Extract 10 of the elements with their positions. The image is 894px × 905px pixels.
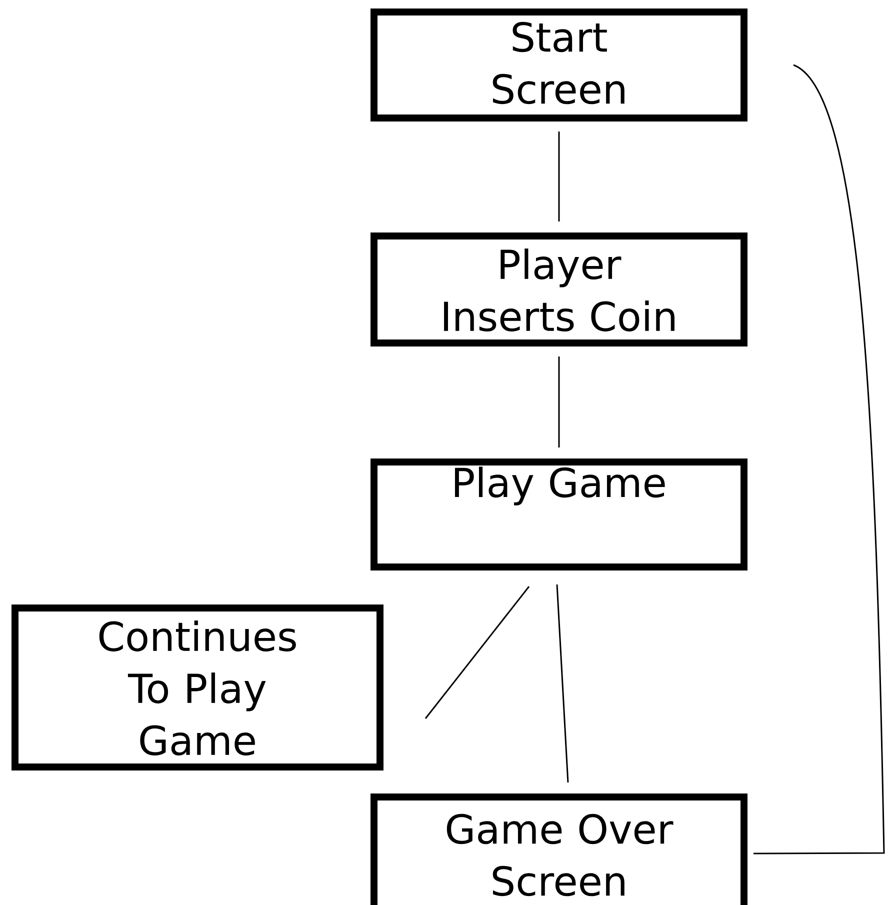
connector-line bbox=[754, 64, 885, 854]
process-box: Game Over Screen bbox=[370, 794, 748, 905]
connector-line bbox=[556, 584, 569, 783]
process-box: Play Game bbox=[370, 458, 748, 570]
process-box: Player Inserts Coin bbox=[370, 232, 748, 346]
process-box: Start Screen bbox=[370, 8, 748, 122]
connector-line bbox=[558, 356, 560, 448]
connector-line bbox=[424, 586, 530, 719]
process-box: Continues To Play Game bbox=[12, 604, 384, 770]
connector-line bbox=[558, 132, 560, 222]
